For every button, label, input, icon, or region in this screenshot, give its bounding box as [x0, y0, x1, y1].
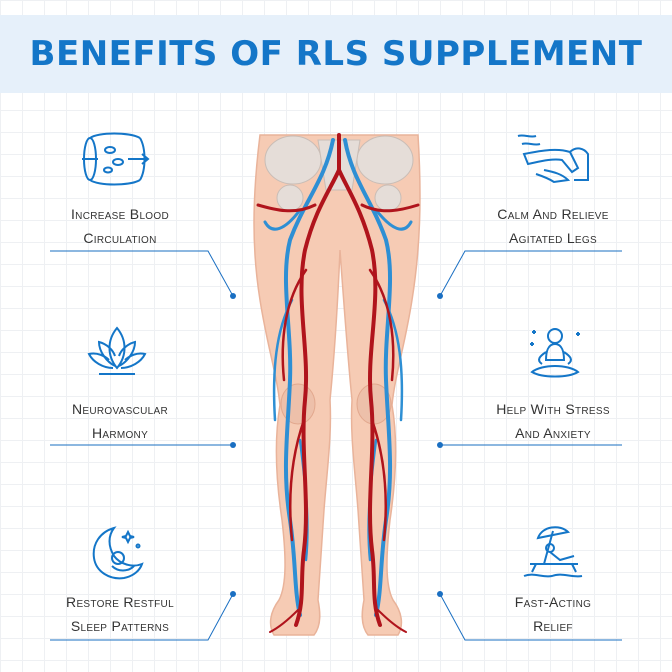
benefit-stress-anxiety: Help With Stress And Anxiety	[448, 397, 658, 445]
connector-dot	[230, 442, 236, 448]
connector-line-left-1	[50, 250, 234, 297]
benefit-line-1: Calm And Relieve	[497, 206, 609, 222]
connector-dot	[437, 442, 443, 448]
benefit-line-1: Help With Stress	[496, 401, 610, 417]
meditation-icon	[524, 322, 586, 384]
connector-line-right-1	[439, 250, 622, 297]
benefit-line-2: Relief	[533, 618, 573, 634]
benefit-line-2: Agitated Legs	[509, 230, 597, 246]
page-title: BENEFITS OF RLS SUPPLEMENT	[29, 34, 643, 74]
moon-baby-icon	[84, 520, 148, 584]
lotus-icon	[85, 322, 149, 382]
benefit-line-1: Increase Blood	[70, 206, 169, 222]
blood-vessel-icon	[78, 128, 152, 190]
title-banner: BENEFITS OF RLS SUPPLEMENT	[0, 15, 672, 93]
connector-dot	[230, 293, 236, 299]
benefit-line-1: Neurovascular	[71, 401, 169, 417]
benefit-line-2: Harmony	[91, 425, 149, 441]
benefit-line-1: Restore Restful	[66, 594, 174, 610]
benefit-line-2: Circulation	[83, 230, 157, 246]
benefit-restore-restful-sleep: Restore Restful Sleep Patterns	[15, 590, 225, 638]
legs-relief-icon	[514, 128, 592, 188]
connector-line-right-3	[439, 593, 622, 641]
benefit-neurovascular-harmony: Neurovascular Harmony	[15, 397, 225, 445]
benefit-increase-blood-circulation: Increase Blood Circulation	[15, 202, 225, 250]
benefit-line-1: Fast-Acting	[514, 594, 592, 610]
connector-dot	[437, 293, 443, 299]
benefit-line-2: Sleep Patterns	[70, 618, 170, 634]
connector-dot	[437, 591, 443, 597]
benefit-calm-relieve-legs: Calm And Relieve Agitated Legs	[448, 202, 658, 250]
benefit-line-2: And Anxiety	[515, 425, 591, 441]
connector-dot	[230, 591, 236, 597]
legs-silhouette	[253, 134, 421, 636]
connector-line-left-3	[50, 593, 234, 641]
benefit-fast-acting-relief: Fast-Acting Relief	[448, 590, 658, 638]
beach-chair-icon	[520, 520, 586, 580]
arteries	[256, 133, 420, 633]
